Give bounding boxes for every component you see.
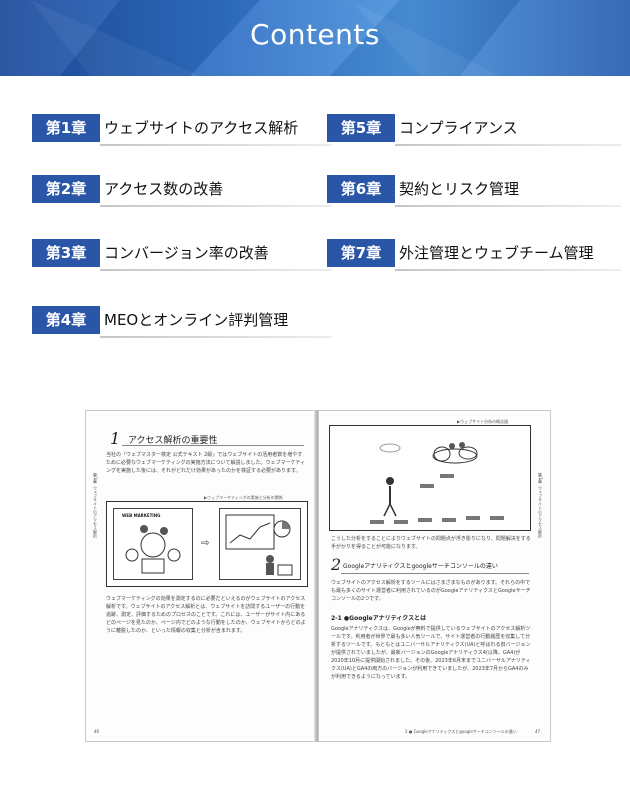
arrow-icon: ⇨ xyxy=(201,538,210,549)
subheading: 2-1 ●Googleアナリティクスとは xyxy=(331,615,427,622)
paragraph: ウェブマーケティングの効果を測定するのに必要だといえるのがウェブサイトのアクセス… xyxy=(106,596,306,634)
chapter-number-badge: 第3章 xyxy=(32,239,100,267)
chapter-underline xyxy=(395,269,621,271)
analysis-panel xyxy=(219,508,301,580)
figure-label: WEB MARKETING xyxy=(122,513,161,518)
chapter-underline xyxy=(395,144,621,146)
paragraph: Googleアナリティクスは、Googleが無料で提供しているウェブサイトのアク… xyxy=(331,626,531,680)
chapter-title: コンプライアンス xyxy=(399,119,518,137)
paragraph: ウェブサイトのアクセス解析をするツールにはさまざまなものがあります。それらの中で… xyxy=(331,580,531,602)
stepping-stones-illustration xyxy=(370,442,504,524)
side-tab-number: 第1章 xyxy=(93,473,98,484)
chapter-number-badge: 第5章 xyxy=(327,114,395,142)
section-number: 2 xyxy=(331,555,342,574)
section-number: 1 xyxy=(110,429,121,448)
chapter-underline xyxy=(100,144,332,146)
chapter-number-badge: 第7章 xyxy=(327,239,395,267)
paragraph: 当社の『ウェブマスター検定 公式テキスト 2級』ではウェブサイトの活用者数を増や… xyxy=(106,452,306,474)
figure-caption: ▶ウェブマーケティングの実施と分析の関係 xyxy=(204,495,283,500)
chapter-title: アクセス数の改善 xyxy=(104,180,224,198)
side-tab-number: 第1章 xyxy=(538,473,543,484)
chapter-title: 外注管理とウェブチーム管理 xyxy=(399,244,594,262)
paragraph: こうした分析をすることによりウェブサイトの問題点が浮き彫りになり、問題解決をする… xyxy=(331,536,531,550)
side-tab-text: ウェブサイトのアクセス解析 xyxy=(93,485,98,538)
right-page: ▶ウェブサイト分析の概念図 xyxy=(318,410,551,742)
section-heading: アクセス解析の重要性 xyxy=(128,436,218,446)
marketing-panel: WEB MARKETING xyxy=(113,508,193,580)
page-number: 47 xyxy=(535,729,541,734)
chapter-underline xyxy=(100,269,332,271)
side-tab-text: ウェブサイトのアクセス解析 xyxy=(538,485,543,538)
section-heading: Googleアナリティクスとgoogleサーチコンソールの違い xyxy=(343,563,498,570)
chapter-number-badge: 第4章 xyxy=(32,306,100,334)
marketing-illustration xyxy=(125,525,181,574)
chapter-underline xyxy=(100,205,332,207)
figure-frame xyxy=(329,425,531,531)
chapter-number-badge: 第2章 xyxy=(32,175,100,203)
side-tab: 第1章 ウェブサイトのアクセス解析 xyxy=(92,473,100,563)
banner-polygon-pattern xyxy=(0,0,630,76)
page-number: 46 xyxy=(94,729,100,734)
chapter-underline xyxy=(395,205,621,207)
chapter-title: MEOとオンライン評判管理 xyxy=(104,311,289,329)
heading-rule xyxy=(122,445,304,446)
chapter-number-badge: 第6章 xyxy=(327,175,395,203)
figure-frame: WEB MARKETING ⇨ xyxy=(106,501,308,587)
analysis-illustration xyxy=(225,514,293,576)
header-banner: Contents xyxy=(0,0,630,76)
figure-caption: ▶ウェブサイト分析の概念図 xyxy=(457,419,509,424)
side-tab: 第1章 ウェブサイトのアクセス解析 xyxy=(537,473,545,563)
heading-rule xyxy=(341,573,529,574)
left-page: 1 アクセス解析の重要性 第1章 ウェブサイトのアクセス解析 当社の『ウェブマス… xyxy=(85,410,318,742)
chapter-title: コンバージョン率の改善 xyxy=(104,244,269,262)
running-footer: 2 ● Googleアナリティクスとgoogleサーチコンソールの違い xyxy=(405,729,517,734)
page-title: Contents xyxy=(250,18,380,51)
book-spread-preview: 1 アクセス解析の重要性 第1章 ウェブサイトのアクセス解析 当社の『ウェブマス… xyxy=(85,410,551,746)
chapter-title: 契約とリスク管理 xyxy=(399,180,520,198)
chapter-number-badge: 第1章 xyxy=(32,114,100,142)
chapter-title: ウェブサイトのアクセス解析 xyxy=(104,119,299,137)
chapter-underline xyxy=(100,336,332,338)
